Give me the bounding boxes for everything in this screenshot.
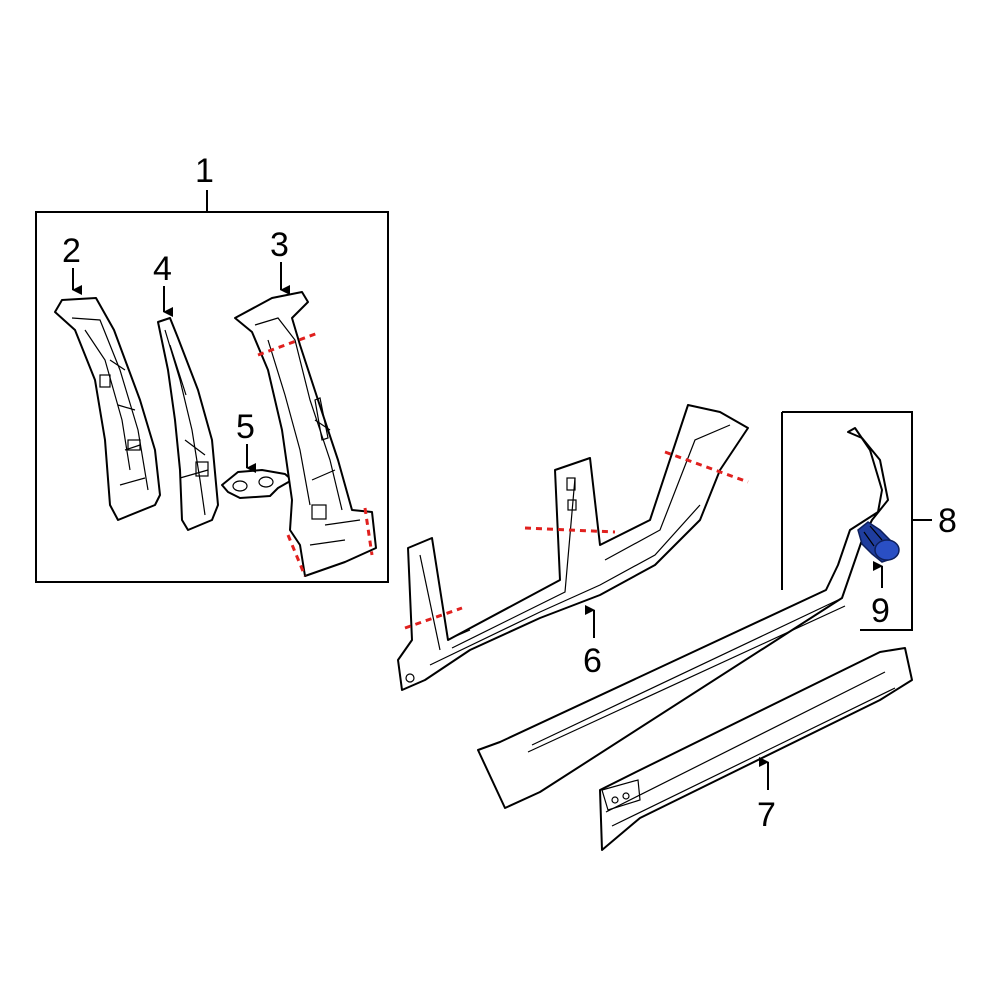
callout-6: 6 (583, 605, 602, 680)
callout-5: 5 (236, 408, 256, 473)
callout-2: 2 (62, 232, 82, 295)
cut-line-6c (664, 450, 749, 484)
part-8-sill-garnish[interactable] (477, 427, 889, 809)
assembly-group-8: 8 (781, 411, 957, 631)
callout-7: 7 (757, 757, 776, 834)
part-3-outer-pillar[interactable] (234, 291, 377, 577)
svg-text:5[interactable]: 5 (236, 408, 255, 446)
part-4-reinforcement[interactable] (157, 317, 219, 531)
part-8-box (782, 411, 913, 631)
assembly-group-1: 1 (35, 152, 389, 583)
svg-text:8[interactable]: 8 (938, 502, 957, 540)
callout-9: 9 (871, 561, 890, 630)
svg-text:7[interactable]: 7 (757, 796, 776, 834)
cut-line-3b (286, 534, 307, 577)
cut-line-6b (524, 526, 616, 534)
part-7-rocker-molding[interactable] (599, 647, 913, 851)
clip-head (874, 539, 900, 561)
callout-4: 4 (153, 250, 173, 317)
svg-text:3[interactable]: 3 (270, 226, 289, 264)
callout-1[interactable]: 1 (195, 152, 214, 190)
cut-line-3c (363, 507, 374, 556)
svg-text:6[interactable]: 6 (583, 642, 602, 680)
svg-text:9[interactable]: 9 (871, 592, 890, 630)
part-9-clip[interactable] (857, 521, 900, 563)
callout-3: 3 (270, 226, 290, 295)
part-6-rocker-inner[interactable] (397, 404, 749, 691)
part-2-inner-pillar[interactable] (54, 297, 161, 521)
part-5-bracket[interactable] (221, 469, 293, 499)
svg-text:4[interactable]: 4 (153, 250, 172, 288)
assembly-box (35, 211, 389, 583)
svg-text:2[interactable]: 2 (62, 232, 81, 270)
